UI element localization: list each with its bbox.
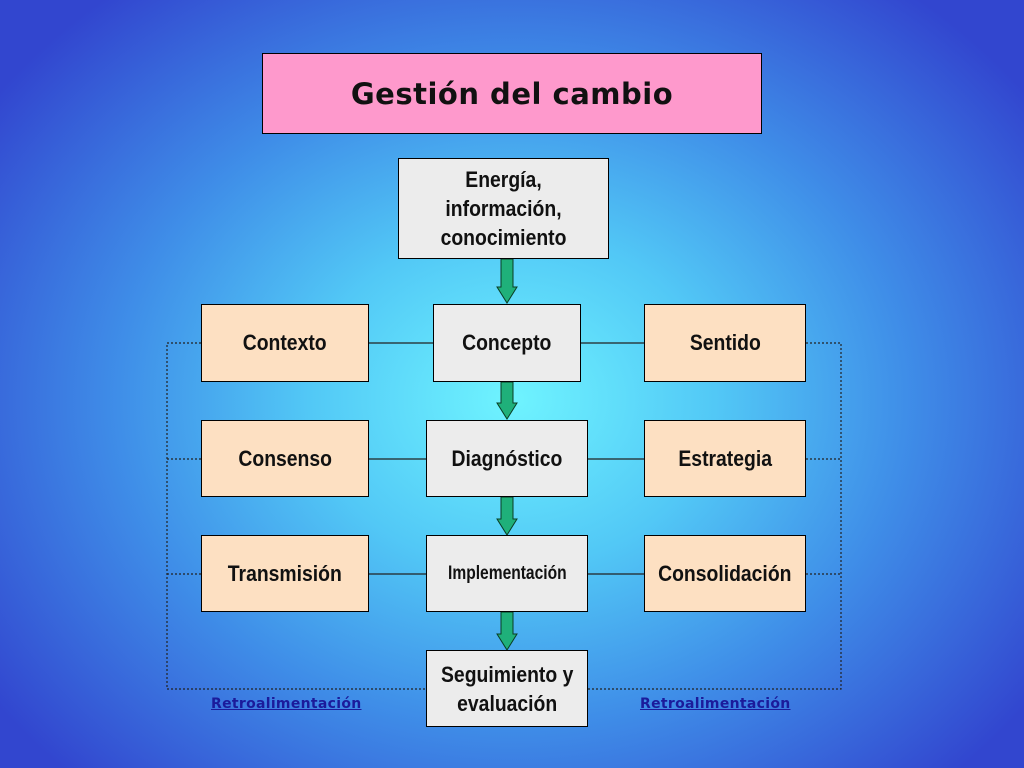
box-estrategia-label: Estrategia bbox=[678, 445, 772, 471]
box-concepto: Concepto bbox=[433, 304, 581, 382]
horizontal-connectors bbox=[369, 342, 644, 575]
down-arrow-3 bbox=[496, 496, 518, 536]
box-consolidacion-label: Consolidación bbox=[658, 560, 792, 586]
box-contexto-label: Contexto bbox=[243, 330, 327, 355]
feedback-loop bbox=[166, 342, 842, 690]
box-seguimiento: Seguimiento y evaluación bbox=[426, 650, 588, 727]
box-consenso-label: Consenso bbox=[238, 445, 332, 471]
box-contexto: Contexto bbox=[201, 304, 369, 382]
down-arrow-2 bbox=[496, 381, 518, 420]
box-concepto-label: Concepto bbox=[462, 330, 552, 355]
box-consenso: Consenso bbox=[201, 420, 369, 497]
box-consolidacion: Consolidación bbox=[644, 535, 806, 612]
diagram-title: Gestión del cambio bbox=[262, 53, 762, 134]
box-implementacion-label: Implementación bbox=[447, 562, 567, 584]
box-sentido: Sentido bbox=[644, 304, 806, 382]
feedback-label-left: Retroalimentación bbox=[211, 696, 362, 712]
box-transmision-label: Transmisión bbox=[227, 560, 343, 586]
box-implementacion: Implementación bbox=[426, 535, 588, 612]
box-sentido-label: Sentido bbox=[689, 330, 761, 355]
diagram-title-text: Gestión del cambio bbox=[350, 76, 674, 111]
box-energia-label: Energía, información, conocimiento bbox=[440, 167, 567, 250]
down-arrow-1 bbox=[496, 258, 518, 304]
down-arrow-4 bbox=[496, 611, 518, 651]
box-seguimiento-label: Seguimiento y evaluación bbox=[440, 661, 574, 716]
box-transmision: Transmisión bbox=[201, 535, 369, 612]
flow-arrows bbox=[496, 258, 518, 651]
box-diagnostico: Diagnóstico bbox=[426, 420, 588, 497]
feedback-label-right: Retroalimentación bbox=[640, 696, 791, 712]
box-diagnostico-label: Diagnóstico bbox=[451, 445, 563, 471]
box-energia: Energía, información, conocimiento bbox=[398, 158, 609, 259]
box-estrategia: Estrategia bbox=[644, 420, 806, 497]
